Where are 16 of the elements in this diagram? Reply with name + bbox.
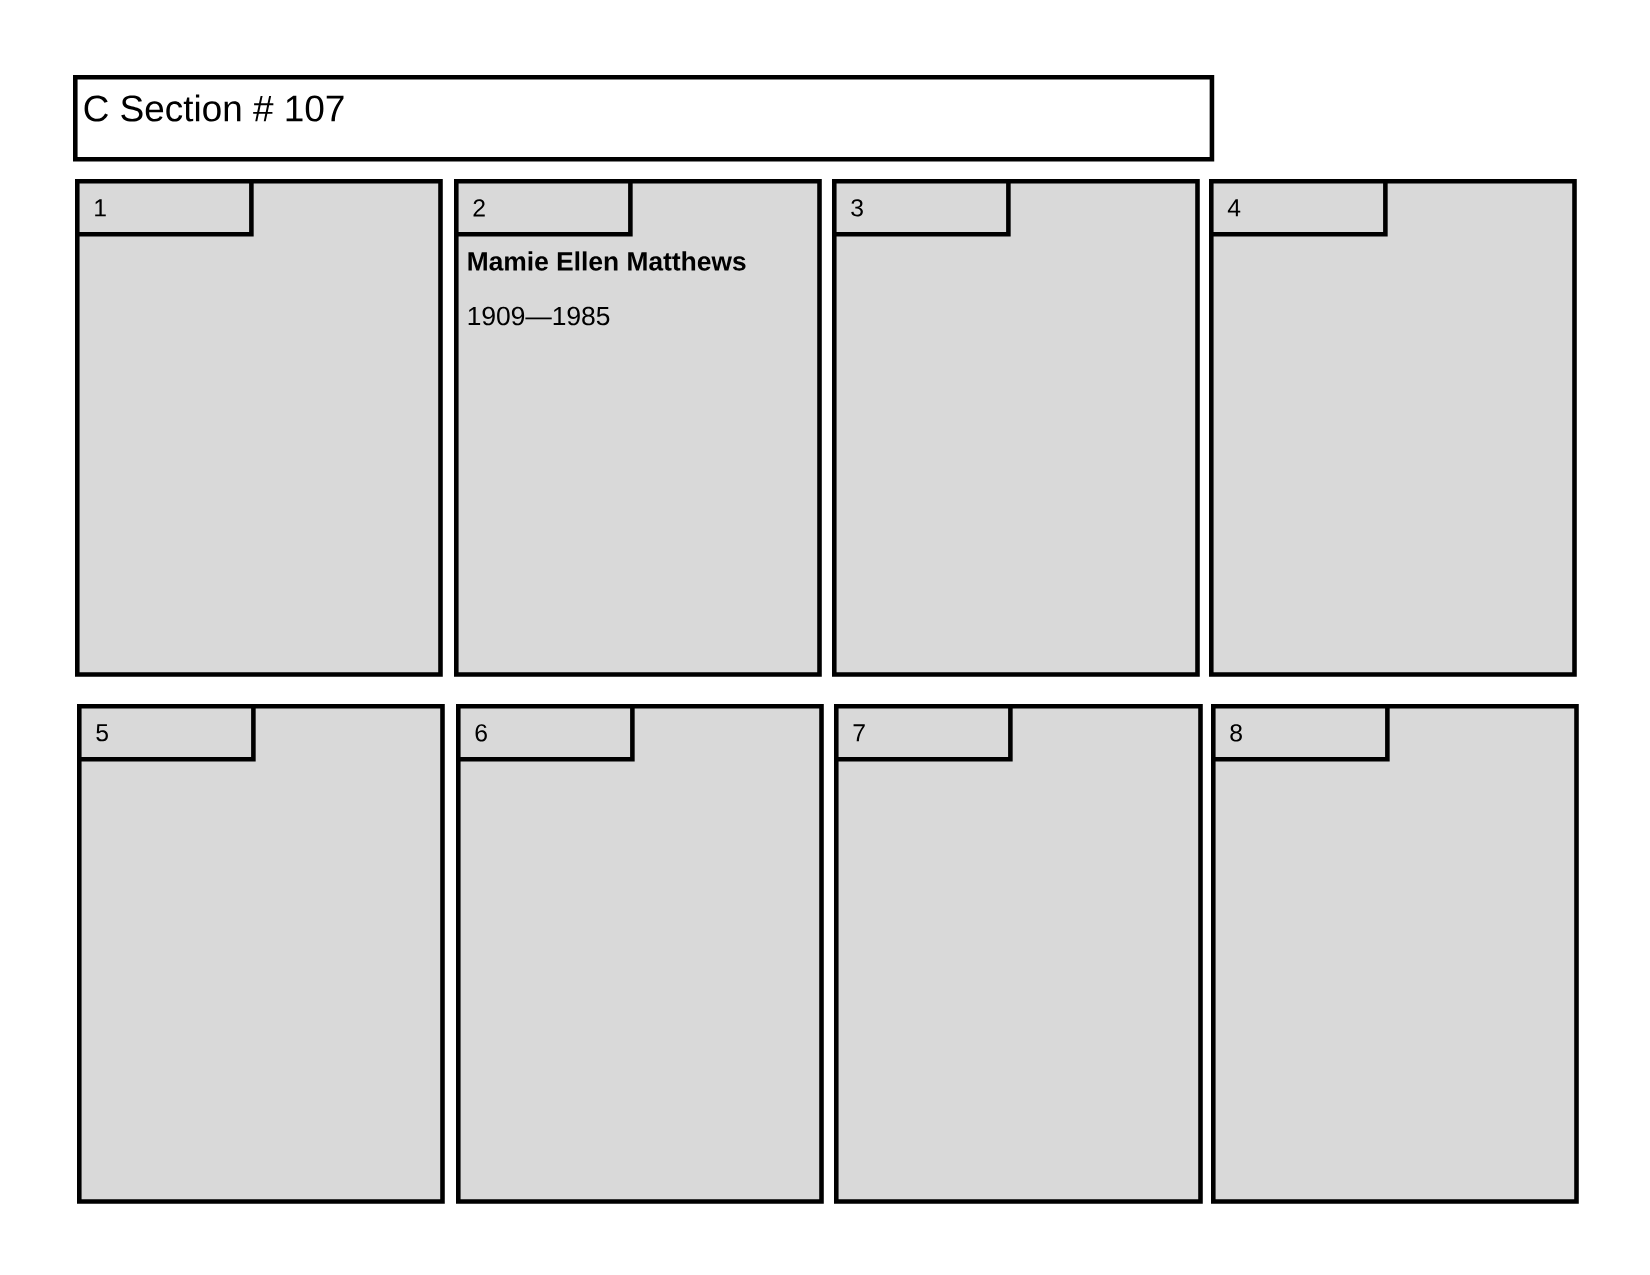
plot-box [75, 179, 443, 677]
plot-box [1209, 179, 1577, 677]
number-tab: 6 [456, 704, 635, 762]
number-tab: 8 [1211, 704, 1390, 762]
number-tab: 2 [454, 179, 633, 237]
number-tab: 4 [1209, 179, 1388, 237]
number-tab: 3 [832, 179, 1011, 237]
plot-box [834, 704, 1203, 1204]
plot-box [77, 704, 445, 1204]
plot-box [832, 179, 1200, 677]
number-tab: 1 [75, 179, 254, 237]
plot-box [1211, 704, 1579, 1204]
title: C Section # 107 [84, 94, 344, 122]
number-tab: 5 [77, 704, 256, 762]
plot-box [456, 704, 824, 1204]
number-tab: 7 [834, 704, 1013, 762]
